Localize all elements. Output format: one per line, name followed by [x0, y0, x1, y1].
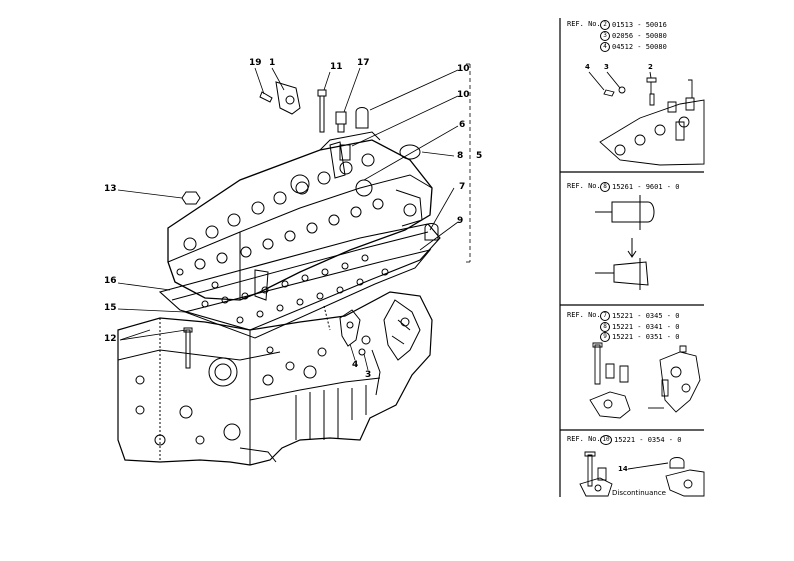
panel1-ref-label: REF. No.: [567, 20, 601, 28]
panel1-row-2-ref: 3: [600, 31, 610, 41]
panel3-row-3-part: 15221 - 0351 - 0: [612, 333, 680, 341]
panel1-callout-3: 3: [604, 63, 609, 71]
callout-16: 16: [104, 276, 117, 286]
callout-10-upper: 10: [457, 64, 470, 74]
callout-1: 1: [269, 58, 276, 68]
panel2-ref-label: REF. No.: [567, 182, 601, 190]
panel1-row-3-part: 04512 - 50080: [612, 43, 667, 51]
panel1-callout-2: 2: [648, 63, 653, 71]
callout-5: 5: [476, 151, 483, 161]
callout-9: 9: [457, 216, 464, 226]
panel4-drawing: [580, 452, 704, 496]
callout-13: 13: [104, 184, 117, 194]
panel1-drawing: [589, 72, 704, 165]
engine-block: [118, 292, 432, 465]
callout-11: 11: [330, 62, 343, 72]
panel3-row-1-ref: 7: [600, 311, 610, 321]
panel2-row-1-ref: 8: [600, 182, 610, 192]
panel4-ref-label: REF. No.: [567, 435, 601, 443]
callout-4: 4: [352, 360, 359, 370]
panel4-row-1-part: 15221 - 0354 - 0: [614, 436, 682, 444]
panel2-drawing: [595, 195, 654, 290]
panel3-row-3-ref: 9: [600, 332, 610, 342]
callout-12: 12: [104, 334, 117, 344]
panel4-note: Discontinuance: [612, 489, 666, 497]
callout-8: 8: [457, 151, 464, 161]
callout-3: 3: [365, 370, 372, 380]
panel3-drawing: [590, 343, 700, 418]
callout-7: 7: [459, 182, 466, 192]
panel1-row-3-ref: 4: [600, 42, 610, 52]
leader-lines: [118, 64, 470, 370]
callout-6: 6: [459, 120, 466, 130]
callout-15: 15: [104, 303, 117, 313]
panel3-row-1-part: 15221 - 0345 - 0: [612, 312, 680, 320]
panel4-callout-14: 14: [618, 465, 628, 473]
head-gaskets: [160, 224, 440, 338]
callout-17: 17: [357, 58, 370, 68]
cylinder-head: [168, 132, 432, 300]
callout-19: 19: [249, 58, 262, 68]
ref-panels-frame: [560, 18, 704, 497]
panel1-callout-4: 4: [585, 63, 590, 71]
callout-10-lower: 10: [457, 90, 470, 100]
panel3-ref-label: REF. No.: [567, 311, 601, 319]
panel4-row-1-ref: 10: [600, 435, 612, 445]
panel2-row-1-part: 15261 - 9601 - 0: [612, 183, 680, 191]
panel3-row-2-part: 15221 - 0341 - 0: [612, 323, 680, 331]
panel1-row-1-part: 01513 - 50016: [612, 21, 667, 29]
panel3-row-2-ref: 8: [600, 322, 610, 332]
panel1-row-1-ref: 2: [600, 20, 610, 30]
panel1-row-2-part: 02056 - 50080: [612, 32, 667, 40]
